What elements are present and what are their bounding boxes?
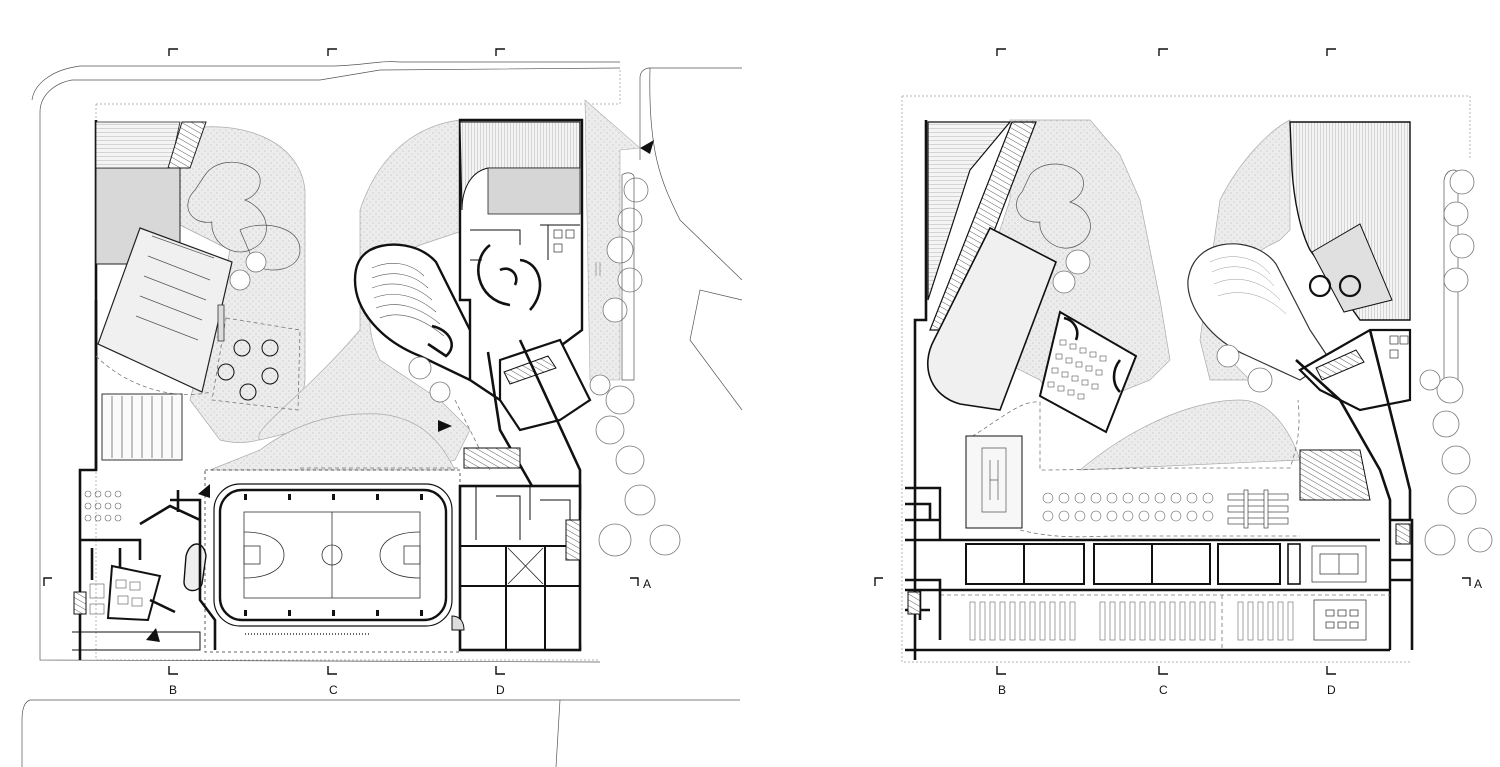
trees-courtyard bbox=[1052, 249, 1273, 393]
sw-admin-curve bbox=[106, 564, 162, 622]
section-label-a: A bbox=[643, 577, 651, 591]
auditorium-contours bbox=[1209, 256, 1287, 315]
ne-block-shade bbox=[1311, 223, 1393, 313]
sw-furniture bbox=[89, 579, 143, 615]
stair-east bbox=[463, 447, 521, 469]
site-boundary bbox=[95, 70, 621, 661]
connector-stairs bbox=[1315, 349, 1365, 381]
ne-block-roof-shade bbox=[487, 167, 581, 215]
section-markers bbox=[43, 48, 639, 675]
library-hall bbox=[926, 226, 1058, 411]
trees-east bbox=[1419, 169, 1493, 556]
trees-east bbox=[589, 177, 681, 557]
ne-toilets bbox=[553, 229, 575, 253]
site-boundary bbox=[901, 95, 1471, 663]
section-label-b: B bbox=[998, 683, 1006, 697]
ne-round-void bbox=[1308, 274, 1332, 298]
quarter-arc bbox=[451, 615, 465, 631]
pool-building-outline bbox=[78, 120, 98, 660]
classroom-desks bbox=[1047, 339, 1107, 400]
gym-roof-lines bbox=[135, 235, 215, 341]
trees-courtyard bbox=[229, 251, 451, 403]
courtyard-paving bbox=[1078, 399, 1301, 471]
section-label-c: C bbox=[1159, 683, 1168, 697]
pool-canopy-arc bbox=[95, 355, 211, 395]
stair-east-small bbox=[1395, 523, 1411, 545]
gym-volume bbox=[97, 227, 233, 393]
cafeteria-tables bbox=[84, 490, 122, 522]
classroom-angled bbox=[1038, 310, 1138, 434]
connector-stairs bbox=[503, 355, 557, 385]
classroom-curved-walls bbox=[1063, 316, 1122, 393]
entrance-arrows bbox=[146, 140, 654, 642]
west-roof bbox=[927, 121, 1012, 301]
section-label-c: C bbox=[329, 683, 338, 697]
sidewalk-edge bbox=[39, 67, 621, 663]
rooftop-frame bbox=[965, 435, 1023, 529]
connector-bridge bbox=[498, 338, 592, 432]
dining-long-tables bbox=[1227, 489, 1289, 529]
office-tables bbox=[1313, 599, 1367, 641]
section-label-a: A bbox=[1474, 577, 1482, 591]
connector-walls bbox=[1295, 329, 1412, 520]
bench bbox=[217, 304, 225, 342]
sports-hall bbox=[204, 469, 461, 653]
auditorium-seating bbox=[371, 263, 445, 337]
parking-arrows bbox=[595, 262, 601, 276]
auditorium bbox=[353, 243, 502, 382]
east-service bbox=[1390, 518, 1414, 650]
street-curb bbox=[31, 61, 620, 101]
ne-interior-walls bbox=[470, 224, 580, 261]
stage-curve bbox=[427, 324, 453, 358]
garden-bed bbox=[187, 162, 267, 253]
street-curb bbox=[639, 67, 743, 411]
round-planters bbox=[217, 339, 279, 401]
courtyard-paving bbox=[209, 413, 456, 471]
stair-west bbox=[907, 591, 921, 615]
street-curb bbox=[21, 699, 740, 767]
south-edge bbox=[72, 631, 201, 651]
cafeteria-tables bbox=[1042, 492, 1214, 522]
section-label-d: D bbox=[1327, 683, 1336, 697]
stair-east bbox=[1299, 449, 1371, 501]
section-label-d: D bbox=[496, 683, 505, 697]
rooftop-frame-inner bbox=[981, 447, 1007, 513]
sw-admin-walls bbox=[80, 490, 202, 580]
walkway-dash bbox=[965, 399, 1300, 471]
auditorium-void bbox=[1187, 243, 1331, 381]
ne-spiral-ramp bbox=[477, 243, 542, 311]
classroom-wing bbox=[905, 486, 1392, 652]
small-court bbox=[1311, 545, 1367, 583]
library-shelves bbox=[969, 601, 1294, 641]
site-boundary-east bbox=[1443, 169, 1459, 401]
east-strip bbox=[621, 172, 635, 381]
ground-floor-plan: A B C D bbox=[21, 48, 743, 767]
ne-round-void bbox=[1338, 274, 1362, 298]
ne-toilets bbox=[1389, 335, 1409, 359]
west-walls bbox=[913, 120, 928, 660]
garden-bed bbox=[239, 224, 301, 271]
section-markers bbox=[874, 48, 1471, 675]
stair-block bbox=[167, 121, 207, 169]
swimming-pool bbox=[101, 393, 183, 461]
stair-sw bbox=[73, 591, 87, 615]
walkway-dash bbox=[1019, 529, 1300, 538]
pool-roof-hatch bbox=[95, 121, 181, 169]
section-label-b: B bbox=[169, 683, 177, 697]
planter-zone bbox=[211, 317, 301, 411]
east-classroom-block bbox=[458, 484, 582, 652]
upper-floor-plan: A B C D bbox=[874, 48, 1493, 697]
curved-ramp bbox=[183, 543, 207, 592]
entry-walls bbox=[139, 504, 217, 650]
west-service-walls bbox=[905, 502, 942, 640]
